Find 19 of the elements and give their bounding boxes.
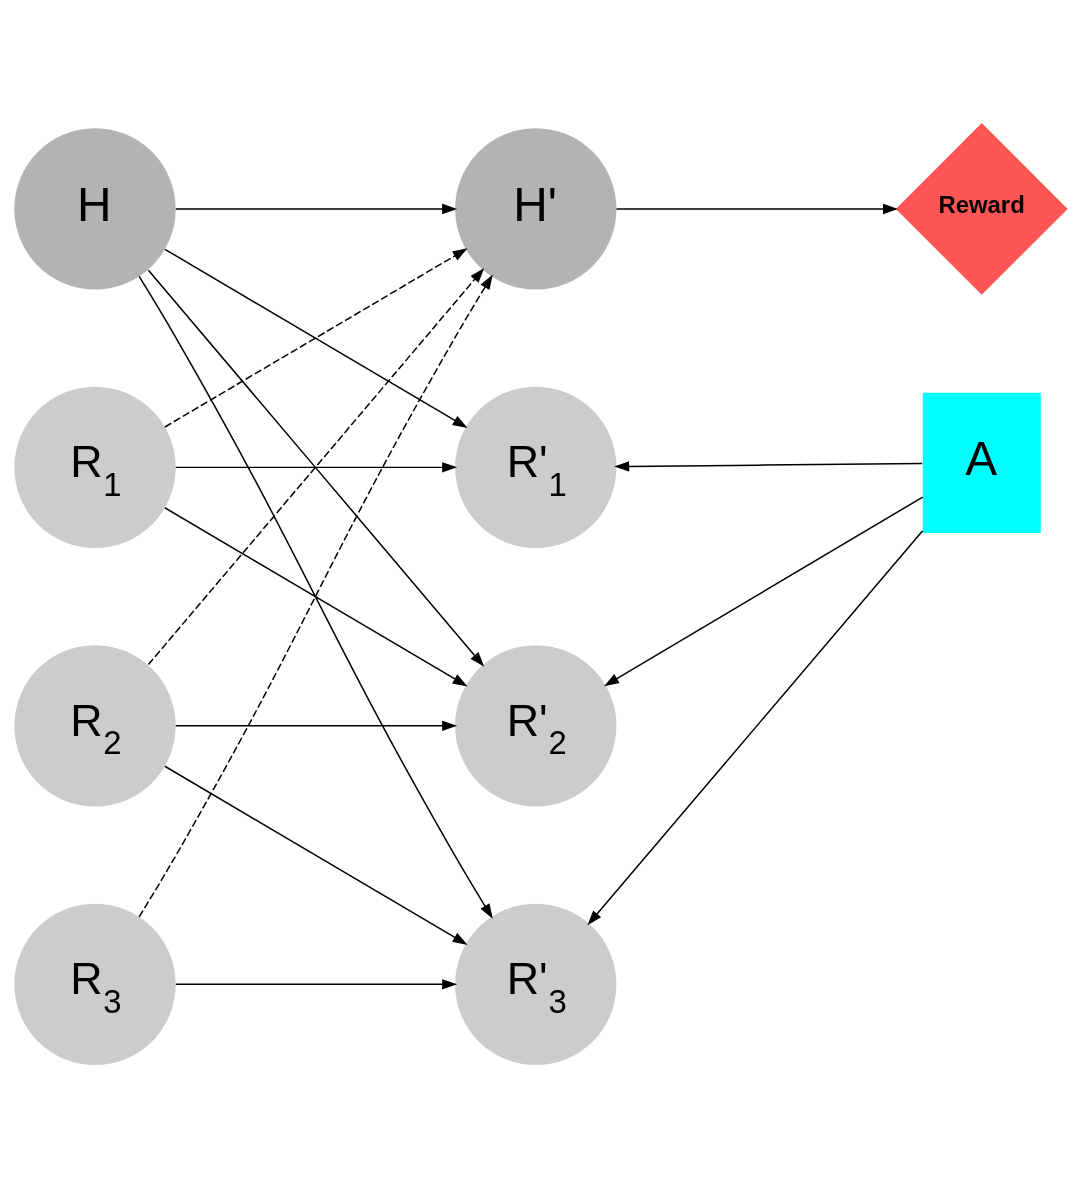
node-circle: R$_{2}$ (14, 645, 176, 807)
arrow (164, 507, 468, 687)
node-circle: R'$_{2}$ (455, 645, 617, 807)
node-box: A (922, 392, 1041, 534)
arrow (175, 462, 458, 473)
arrow (614, 461, 923, 472)
arrow (175, 720, 458, 732)
arrow (175, 203, 458, 215)
node-diamond: Reward (895, 123, 1068, 295)
arrow (615, 203, 898, 215)
arrow (164, 765, 468, 945)
arrow (175, 979, 458, 990)
node-circle: R$_{3}$ (14, 903, 176, 1065)
node-circle: R'$_{1}$ (455, 386, 617, 549)
arrow (164, 248, 468, 428)
arrow (587, 530, 924, 926)
node-circle: R$_{1}$ (14, 386, 176, 549)
arrow (604, 496, 924, 687)
node-circle: H (14, 128, 176, 290)
